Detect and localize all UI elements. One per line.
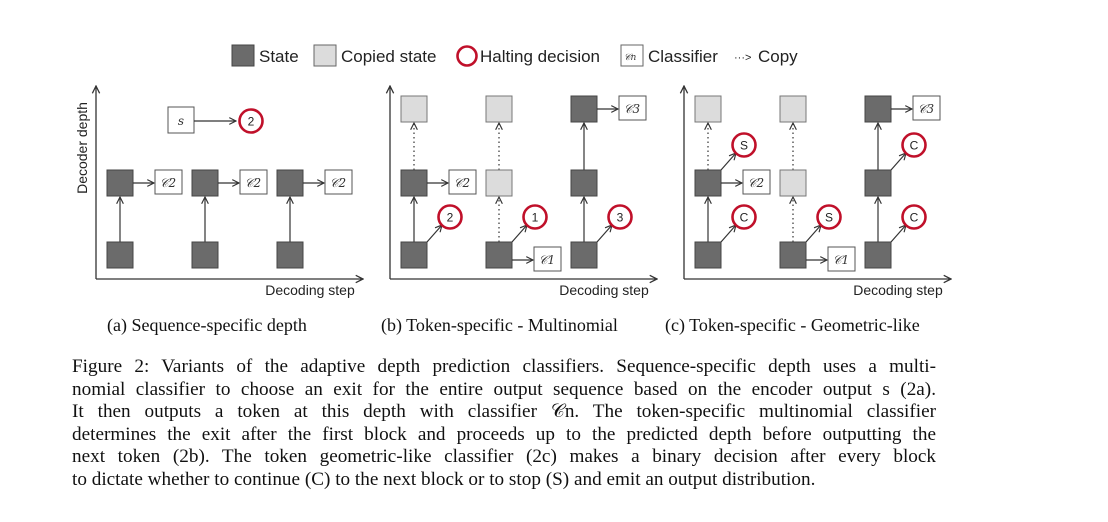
legend: State Copied state Halting decision 𝒞n C…	[231, 44, 798, 67]
state-node	[106, 169, 134, 197]
y-axis-label: Decoder depth	[74, 102, 90, 194]
halting-label: S	[740, 139, 748, 153]
state-node	[864, 241, 892, 269]
halting-arrow	[890, 153, 906, 171]
legend-halting-icon	[456, 45, 478, 67]
classifier-box	[912, 95, 941, 121]
state-node	[485, 241, 513, 269]
state-node	[864, 169, 892, 197]
legend-copy-label: Copy	[758, 47, 798, 66]
state-node	[276, 241, 304, 269]
copied-state-node	[779, 169, 807, 197]
state-node	[570, 95, 598, 123]
halting-decision-icon	[437, 204, 463, 230]
halting-arrow	[596, 225, 612, 243]
legend-copy-arrow-icon: ···>	[734, 52, 751, 64]
classifier-label: 𝒞2	[245, 176, 261, 190]
halting-decision-icon	[607, 204, 633, 230]
classifier-label: 𝒞3	[624, 102, 641, 116]
caption-line: next token (2b). The token geometric-lik…	[72, 446, 936, 467]
x-axis-label: Decoding step	[265, 282, 355, 298]
halting-decision-icon	[731, 204, 757, 230]
state-node	[570, 169, 598, 197]
halting-label: 2	[248, 115, 255, 129]
halting-label: C	[910, 139, 919, 153]
halting-arrow	[890, 225, 906, 243]
halting-label: 3	[617, 211, 624, 225]
caption-line: nomial classifier to choose an exit for …	[72, 378, 936, 400]
legend-state-label: State	[259, 47, 299, 66]
figure-diagram: State Copied state Halting decision 𝒞n C…	[74, 44, 1108, 336]
classifier-box	[448, 169, 477, 195]
classifier-label: 𝒞2	[160, 176, 176, 190]
halting-arrow	[805, 225, 821, 243]
halting-decision-icon	[238, 108, 264, 134]
classifier-box	[154, 169, 183, 195]
halting-label: S	[825, 211, 833, 225]
classifier-label: 𝒞2	[330, 176, 346, 190]
copied-state-node	[485, 169, 513, 197]
subcaption-a: (a) Sequence-specific depth	[107, 315, 307, 336]
legend-classifier-symbol: 𝒞n	[624, 53, 637, 63]
state-node	[570, 241, 598, 269]
state-node	[864, 95, 892, 123]
legend-halting-label: Halting decision	[480, 47, 600, 66]
state-node	[276, 169, 304, 197]
caption-line: to dictate whether to continue (C) to th…	[72, 468, 816, 490]
state-node	[694, 169, 722, 197]
halting-decision-icon	[731, 132, 757, 158]
classifier-label: 𝒞2	[748, 176, 764, 190]
classifier-box	[618, 95, 647, 121]
state-node	[191, 241, 219, 269]
legend-classifier-label: Classifier	[648, 47, 718, 66]
encoder-output-box	[167, 106, 195, 134]
encoder-output-label: s	[178, 114, 184, 128]
classifier-label: 𝒞2	[454, 176, 470, 190]
classifier-box	[239, 169, 268, 195]
state-node	[400, 241, 428, 269]
classifier-label: 𝒞1	[833, 253, 849, 267]
halting-arrow	[511, 225, 527, 243]
halting-decision-icon	[522, 204, 548, 230]
classifier-box	[827, 246, 856, 272]
halting-label: C	[910, 211, 919, 225]
legend-copied-state-label: Copied state	[341, 47, 436, 66]
legend-copied-state-swatch	[313, 44, 337, 67]
halting-arrow	[426, 225, 442, 243]
caption-line: determines the exit after the first bloc…	[72, 423, 936, 445]
x-axis-label: Decoding step	[559, 282, 649, 298]
x-axis-label: Decoding step	[853, 282, 943, 298]
halting-decision-icon	[816, 204, 842, 230]
state-node	[106, 241, 134, 269]
halting-label: C	[740, 211, 749, 225]
halting-label: 1	[532, 211, 539, 225]
classifier-box	[533, 246, 562, 272]
halting-arrow	[720, 153, 736, 171]
state-node	[779, 241, 807, 269]
subcaption-b: (b) Token-specific - Multinomial	[381, 315, 618, 336]
classifier-label: 𝒞1	[539, 253, 555, 267]
state-node	[191, 169, 219, 197]
halting-arrow	[720, 225, 736, 243]
copied-state-node	[779, 95, 807, 123]
copied-state-node	[694, 95, 722, 123]
caption-line: It then outputs a token at this depth wi…	[72, 401, 936, 422]
legend-state-swatch	[231, 44, 255, 67]
halting-decision-icon	[901, 204, 927, 230]
legend-classifier-swatch	[620, 44, 644, 67]
halting-decision-icon	[901, 132, 927, 158]
figure-caption: Figure 2: Variants of the adaptive depth…	[72, 356, 936, 491]
halting-label: 2	[447, 211, 454, 225]
caption-line: Figure 2: Variants of the adaptive depth…	[72, 356, 936, 377]
classifier-box	[742, 169, 771, 195]
copied-state-node	[400, 95, 428, 123]
state-node	[694, 241, 722, 269]
subcaption-c: (c) Token-specific - Geometric-like	[665, 315, 920, 336]
classifier-label: 𝒞3	[918, 102, 935, 116]
copied-state-node	[485, 95, 513, 123]
state-node	[400, 169, 428, 197]
classifier-box	[324, 169, 353, 195]
